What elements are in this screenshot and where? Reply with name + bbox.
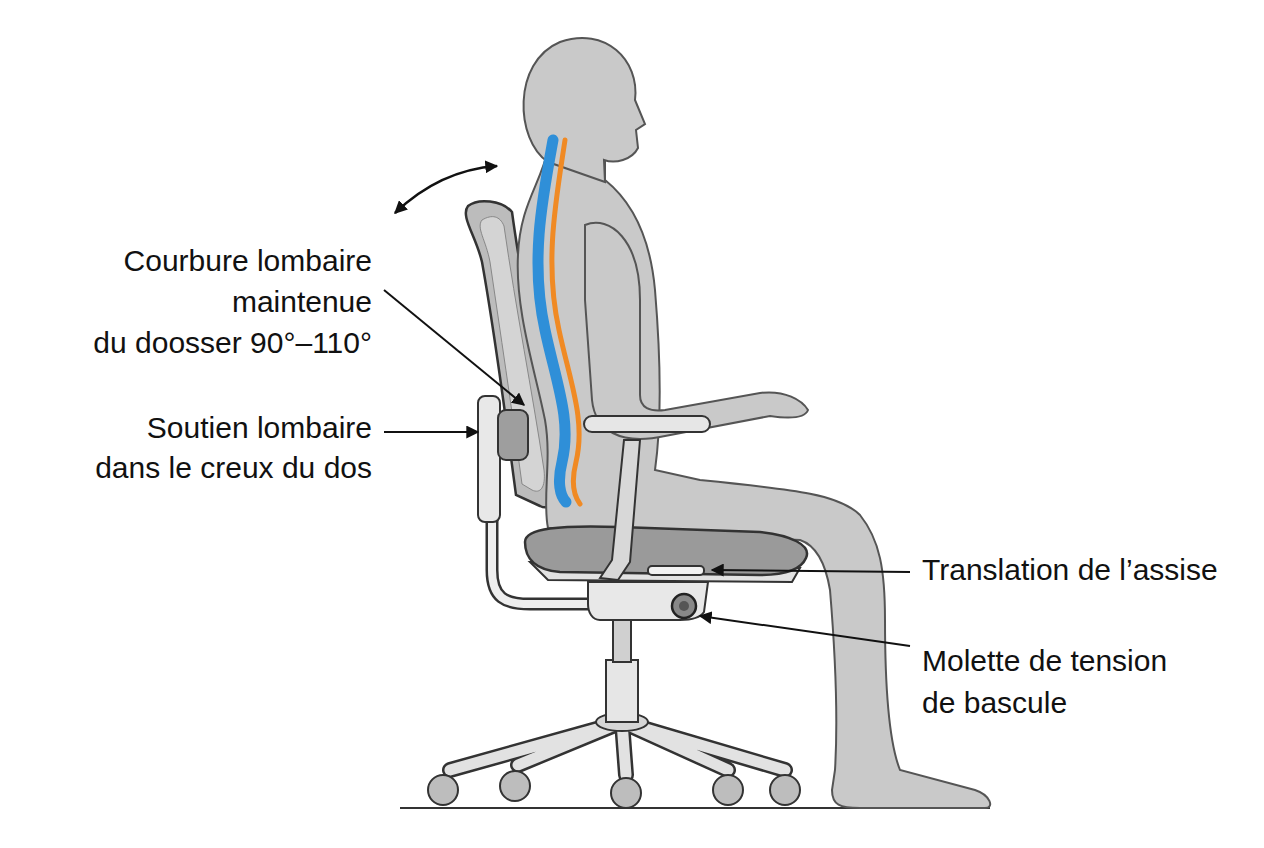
person-arm: [585, 223, 808, 439]
caster-wheel: [611, 778, 641, 808]
person-head: [524, 38, 645, 182]
chair-base: [428, 713, 800, 808]
seat-slide-handle: [648, 566, 704, 575]
lumbar-bracket: [478, 396, 500, 522]
leader-line: [712, 570, 910, 572]
caster-wheel: [713, 775, 743, 805]
spine-curve: [538, 140, 566, 502]
leader-line: [384, 431, 478, 433]
gas-cylinder: [606, 660, 638, 722]
caster-wheel: [770, 775, 800, 805]
callout-label: Translation de l’assise: [922, 550, 1218, 590]
person-body: [518, 150, 991, 808]
tension-knob: [672, 594, 696, 618]
tension-knob-center: [679, 601, 689, 611]
recline-arrow: [395, 166, 497, 213]
callout-label: Soutien lombaire dans le creux du dos: [95, 408, 372, 488]
callout-label: Molette de tension de bascule: [922, 640, 1167, 724]
armrest-post: [600, 440, 640, 580]
caster-wheel: [500, 771, 530, 801]
caster-wheel: [428, 775, 458, 805]
spine-curve-outline: [552, 140, 580, 504]
leader-line: [700, 616, 910, 646]
armrest-pad: [584, 416, 710, 432]
leader-line: [384, 290, 524, 405]
callout-label: Courbure lombaire maintenue du doosser 9…: [93, 240, 372, 363]
lumbar-pad: [498, 410, 528, 460]
seat-cushion: [525, 526, 807, 575]
tilt-mechanism: [588, 582, 708, 620]
